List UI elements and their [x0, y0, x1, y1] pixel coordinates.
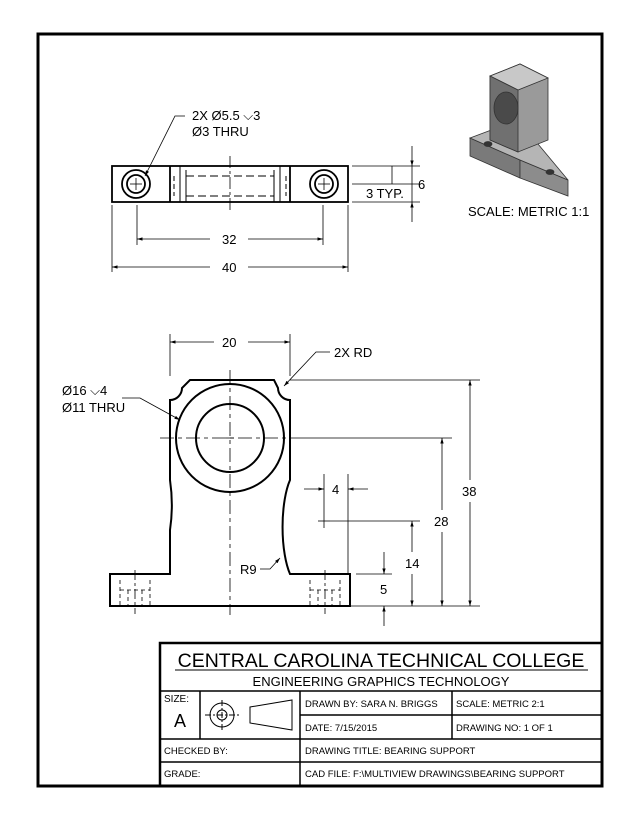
dim-20: 20 [222, 335, 236, 350]
bore-note-line1: Ø16 ⌵4 [62, 383, 107, 398]
front-view-details [119, 334, 480, 626]
dim-38: 38 [462, 484, 476, 499]
dim-6: 6 [418, 177, 425, 192]
dim-40: 40 [222, 260, 236, 275]
dim-28: 28 [434, 514, 448, 529]
date-cell: DATE: 7/15/2015 [305, 723, 377, 734]
checked-by: CHECKED BY: [164, 746, 228, 757]
dim-4: 4 [332, 482, 339, 497]
department-name: ENGINEERING GRAPHICS TECHNOLOGY [253, 674, 510, 689]
iso-scale-label: SCALE: METRIC 1:1 [468, 204, 589, 219]
rd-note: 2X RD [334, 345, 372, 360]
top-view-dimensions [111, 115, 420, 272]
drawing-number: DRAWING NO: 1 OF 1 [456, 723, 553, 734]
projection-symbol-icon [205, 699, 293, 731]
size-label: SIZE: [164, 694, 189, 705]
grade: GRADE: [164, 769, 200, 780]
top-hole-note-line1: 2X Ø5.5 ⌵3 [192, 108, 260, 123]
top-view [111, 156, 349, 210]
right-counterbore [309, 169, 339, 199]
top-hole-note-line2: Ø3 THRU [192, 124, 249, 139]
college-name: CENTRAL CAROLINA TECHNICAL COLLEGE [178, 650, 585, 672]
left-counterbore [121, 169, 151, 199]
bore-note-line2: Ø11 THRU [62, 400, 125, 415]
dim-32: 32 [222, 232, 236, 247]
dim-5: 5 [380, 582, 387, 597]
dim-3-typ: 3 TYP. [366, 186, 404, 201]
dim-14: 14 [405, 556, 419, 571]
size-value: A [174, 711, 186, 731]
drawn-by: DRAWN BY: SARA N. BRIGGS [305, 699, 438, 710]
title-block [158, 641, 604, 788]
radius-note: R9 [240, 562, 257, 577]
cad-file: CAD FILE: F:\MULTIVIEW DRAWINGS\BEARING … [305, 769, 565, 780]
drawing-title: DRAWING TITLE: BEARING SUPPORT [305, 746, 476, 757]
isometric-view [468, 63, 569, 197]
scale-cell: SCALE: METRIC 2:1 [456, 699, 545, 710]
